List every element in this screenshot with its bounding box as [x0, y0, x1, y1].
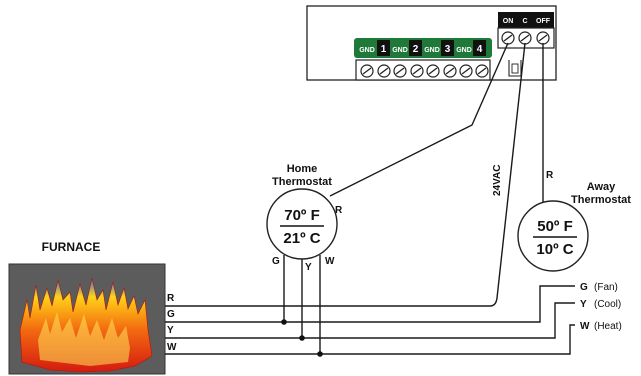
ch4-number: 4 — [477, 44, 483, 55]
relay-c-label: C — [522, 18, 527, 25]
input-screw — [475, 64, 489, 78]
away-tap-g-desc: (Fan) — [594, 282, 618, 293]
relay-on-screw — [501, 31, 515, 45]
away-temp-f: 50º F — [537, 218, 573, 235]
furnace-terminal-w: W — [167, 342, 177, 353]
ch1-number: 1 — [381, 44, 387, 55]
ch2-gnd-label: GND — [392, 47, 408, 54]
home-r-label: R — [335, 205, 343, 216]
home-thermostat-title-line1: Home — [287, 163, 318, 175]
home-thermostat-dial — [266, 188, 338, 260]
ch3-number-box — [441, 40, 454, 56]
furnace: R G Y W — [8, 263, 177, 375]
home-r-wire — [329, 42, 509, 197]
junction-g — [281, 319, 287, 325]
away-r-label: R — [546, 170, 554, 181]
home-terminal-w: W — [325, 256, 335, 267]
ch3-gnd-label: GND — [424, 47, 440, 54]
input-screw — [393, 64, 407, 78]
furnace-terminal-r: R — [167, 293, 175, 304]
away-tap-g-letter: G — [580, 282, 588, 293]
furnace-terminal-g: G — [167, 309, 175, 320]
relay-header — [498, 12, 554, 28]
furnace-terminal-y: Y — [167, 325, 174, 336]
away-tap-y-letter: Y — [580, 299, 587, 310]
home-terminal-y: Y — [305, 262, 312, 273]
away-thermostat-title-line2: Thermostat — [571, 194, 631, 206]
input-screw — [426, 64, 440, 78]
vac-label: 24VAC — [492, 165, 503, 197]
control-module: GND 1 GND 2 GND 3 GND 4 ON C OFF — [306, 5, 557, 81]
module-notch-slot — [511, 63, 519, 74]
w-wire — [165, 324, 575, 355]
r-wire — [165, 42, 526, 307]
relay-on-label: ON — [503, 18, 514, 25]
flame-inner-graphic — [38, 312, 130, 366]
ch3-number: 3 — [445, 44, 451, 55]
away-temp-c: 10º C — [536, 241, 573, 258]
away-thermostat-title-line1: Away — [587, 181, 616, 193]
home-temp-f: 70º F — [284, 207, 320, 224]
ch4-gnd-label: GND — [456, 47, 472, 54]
wiring — [165, 42, 575, 357]
input-screw — [377, 64, 391, 78]
home-terminal-g: G — [272, 256, 280, 267]
relay-off-label: OFF — [536, 18, 551, 25]
relay-off-screw — [536, 31, 550, 45]
home-thermostat: Home Thermostat 70º F 21º C G Y W — [266, 163, 338, 273]
junction-y — [299, 335, 305, 341]
home-thermostat-title-line2: Thermostat — [272, 176, 332, 188]
ch1-gnd-label: GND — [359, 47, 375, 54]
ch2-number-box — [409, 40, 422, 56]
away-tap-w-desc: (Heat) — [594, 321, 622, 332]
furnace-title: FURNACE — [42, 240, 101, 254]
module-notch — [508, 60, 522, 77]
g-wire — [165, 285, 575, 323]
input-screw — [443, 64, 457, 78]
away-thermostat-dial — [517, 200, 589, 272]
relay-c-screw — [518, 31, 532, 45]
away-thermostat: Away Thermostat 50º F 10º C — [517, 181, 631, 272]
input-screw — [360, 64, 374, 78]
ch2-number: 2 — [413, 44, 419, 55]
ch1-number-box — [377, 40, 390, 56]
away-tap-w-letter: W — [580, 321, 590, 332]
away-tap-y-desc: (Cool) — [594, 299, 621, 310]
input-screw — [410, 64, 424, 78]
home-temp-c: 21º C — [283, 230, 320, 247]
y-wire — [165, 302, 575, 339]
junction-w — [317, 351, 323, 357]
ch4-number-box — [473, 40, 486, 56]
input-screw — [459, 64, 473, 78]
